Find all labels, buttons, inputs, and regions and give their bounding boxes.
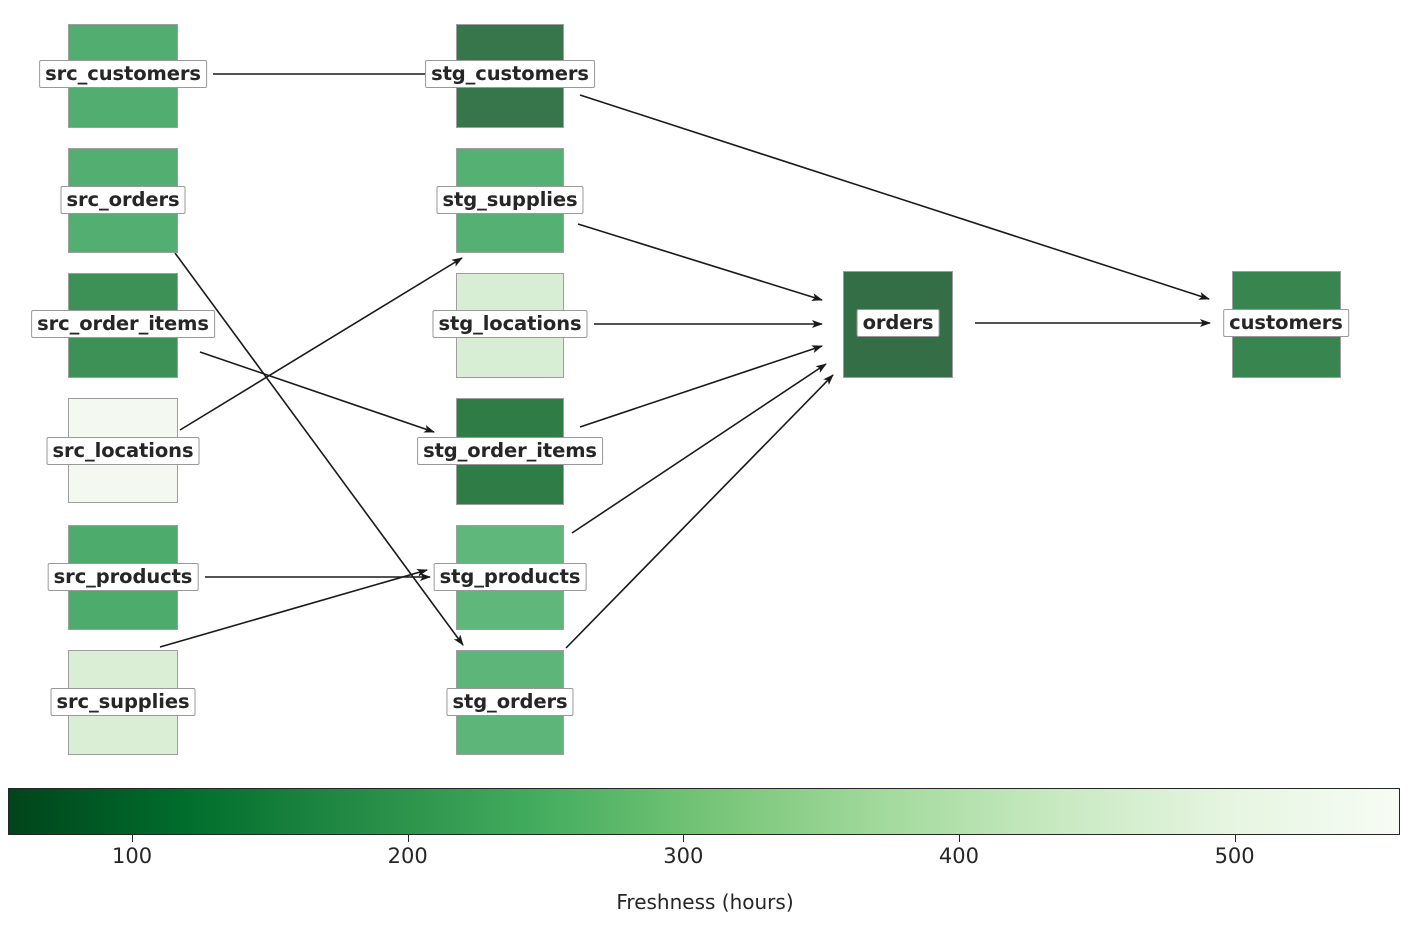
node-label-src_supplies[interactable]: src_supplies	[50, 687, 196, 717]
colorbar-tick-label: 400	[938, 844, 980, 868]
colorbar-tick-mark	[407, 835, 409, 842]
node-label-src_order_items[interactable]: src_order_items	[31, 309, 215, 339]
colorbar-tick-mark	[1234, 835, 1236, 842]
node-label-stg_order_items[interactable]: stg_order_items	[417, 436, 603, 466]
edge-src_order_items-to-stg_order_items	[199, 351, 435, 433]
freshness-colorbar[interactable]	[8, 788, 1400, 835]
node-label-stg_orders[interactable]: stg_orders	[446, 687, 574, 717]
colorbar-tick-label: 100	[111, 844, 153, 868]
edge-stg_supplies-to-orders	[577, 223, 823, 301]
edge-src_supplies-to-stg_products	[159, 568, 428, 648]
node-label-stg_products[interactable]: stg_products	[433, 562, 587, 592]
node-label-src_products[interactable]: src_products	[47, 562, 199, 592]
node-label-orders[interactable]: orders	[856, 308, 940, 338]
node-label-src_orders[interactable]: src_orders	[60, 185, 186, 215]
node-label-stg_locations[interactable]: stg_locations	[432, 309, 588, 339]
colorbar-tick-mark	[132, 835, 134, 842]
edge-src_locations-to-stg_supplies	[179, 257, 463, 431]
edge-stg_products-to-orders	[571, 363, 827, 534]
node-label-stg_customers[interactable]: stg_customers	[425, 59, 595, 89]
colorbar-title: Freshness (hours)	[616, 890, 794, 914]
node-label-stg_supplies[interactable]: stg_supplies	[436, 185, 584, 215]
colorbar-tick-mark	[683, 835, 685, 842]
edge-stg_orders-to-orders	[565, 374, 834, 649]
colorbar-ticks: 100 200 300 400 500	[8, 835, 1400, 875]
edge-stg_order_items-to-orders	[579, 345, 823, 428]
colorbar-tick-mark	[958, 835, 960, 842]
colorbar-tick-label: 300	[663, 844, 704, 868]
colorbar-gradient	[9, 789, 1399, 834]
node-label-src_locations[interactable]: src_locations	[46, 436, 200, 466]
colorbar-tick-label: 200	[387, 844, 428, 868]
node-label-src_customers[interactable]: src_customers	[39, 59, 207, 89]
edge-stg_customers-to-customers	[579, 94, 1210, 300]
edges-group	[159, 73, 1211, 649]
node-label-customers[interactable]: customers	[1223, 308, 1349, 338]
colorbar-tick-label: 500	[1214, 844, 1255, 868]
